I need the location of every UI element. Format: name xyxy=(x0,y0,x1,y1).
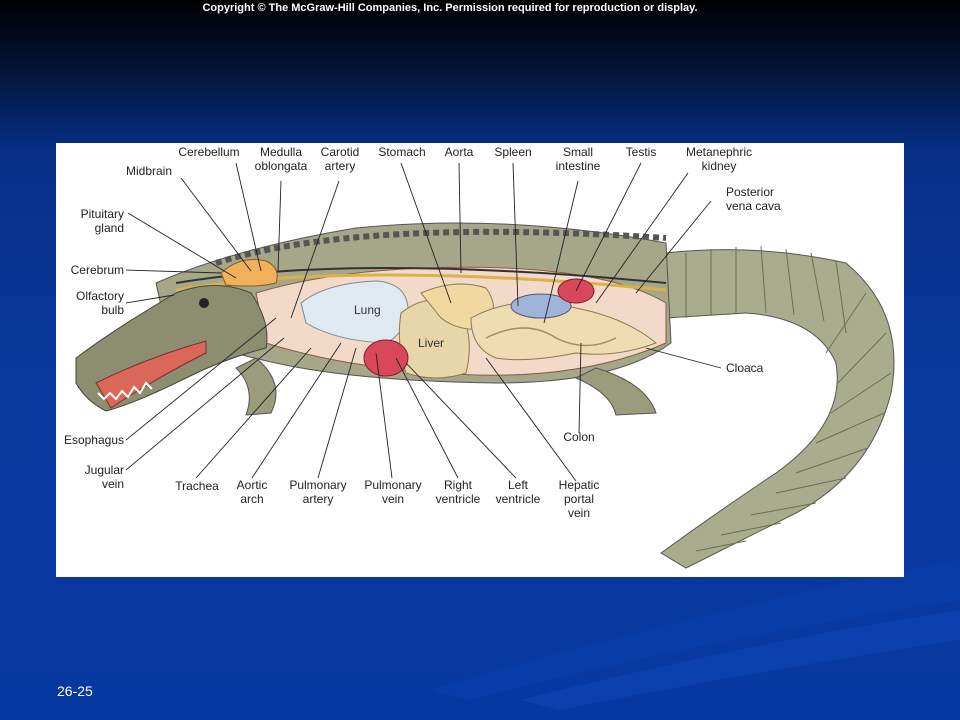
label-right-ventricle: Right ventricle xyxy=(435,478,481,506)
crocodile-illustration xyxy=(75,162,895,569)
label-metanephric-kidney: Metanephric kidney xyxy=(685,145,753,173)
label-esophagus: Esophagus xyxy=(63,433,124,447)
label-olfactory-bulb: Olfactory bulb xyxy=(75,289,124,317)
label-hepatic-portal-vein: Hepatic portal vein xyxy=(558,478,600,520)
label-medulla-oblongata: Medulla oblongata xyxy=(254,145,308,173)
label-posterior-vena-cava: Posterior vena cava xyxy=(726,185,781,213)
label-cloaca: Cloaca xyxy=(726,361,764,375)
tail xyxy=(660,249,895,569)
label-trachea: Trachea xyxy=(175,479,219,493)
label-aorta: Aorta xyxy=(444,145,474,159)
label-small-intestine: Small intestine xyxy=(555,145,601,173)
label-pituitary-gland: Pituitary gland xyxy=(80,207,124,235)
label-pulmonary-vein: Pulmonary vein xyxy=(364,478,422,506)
copyright-notice: Copyright © The McGraw-Hill Companies, I… xyxy=(202,2,698,14)
label-lung: Lung xyxy=(354,303,381,317)
label-midbrain: Midbrain xyxy=(126,164,173,178)
slide-number: 26-25 xyxy=(57,683,93,699)
label-cerebellum: Cerebellum xyxy=(178,145,240,159)
label-testis: Testis xyxy=(625,145,657,159)
label-carotid-artery: Carotid artery xyxy=(320,145,360,173)
label-spleen: Spleen xyxy=(494,145,532,159)
label-jugular-vein: Jugular vein xyxy=(84,463,124,491)
label-aortic-arch: Aortic arch xyxy=(236,478,268,506)
heart xyxy=(363,339,409,377)
spleen xyxy=(510,293,572,319)
label-colon: Colon xyxy=(563,430,595,444)
leader-lines xyxy=(125,162,722,482)
crocodile-anatomy-diagram: Cerebellum Medulla oblongata Carotid art… xyxy=(56,143,904,577)
label-liver: Liver xyxy=(418,336,445,350)
label-cerebrum: Cerebrum xyxy=(70,263,124,277)
label-left-ventricle: Left ventricle xyxy=(495,478,541,506)
hind-leg xyxy=(574,367,657,416)
label-stomach: Stomach xyxy=(378,145,426,159)
front-leg xyxy=(235,357,277,416)
label-pulmonary-artery: Pulmonary artery xyxy=(289,478,347,506)
eye xyxy=(199,298,209,308)
